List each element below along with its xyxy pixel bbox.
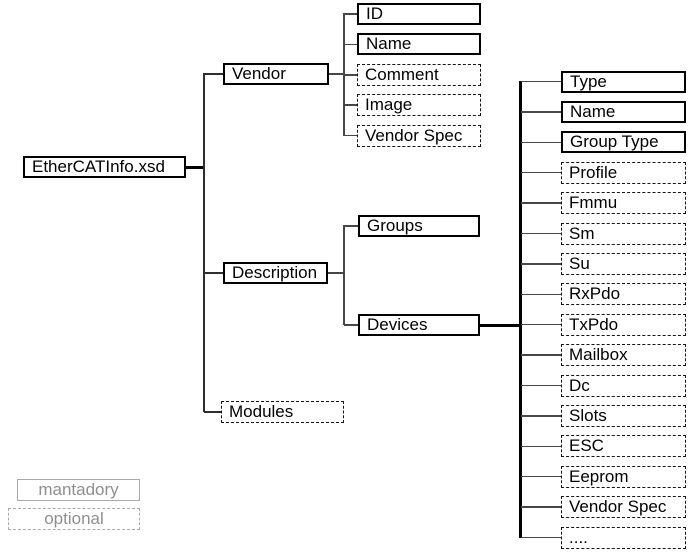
node-slots: Slots xyxy=(561,404,686,427)
connector-line xyxy=(344,43,357,46)
connector-line xyxy=(344,104,357,106)
connector-line xyxy=(344,225,358,227)
connector-line xyxy=(519,80,522,538)
connector-line xyxy=(521,475,561,478)
legend-optional: optional xyxy=(8,508,140,530)
connector-line xyxy=(343,13,345,136)
node-vendor-spec: Vendor Spec xyxy=(357,124,481,147)
legend-mandatory: mantadory xyxy=(17,479,140,501)
node-modules: Modules xyxy=(221,401,344,423)
connector-line xyxy=(521,384,561,387)
connector-line xyxy=(329,73,345,75)
connector-line xyxy=(521,141,561,144)
node-name: Name xyxy=(561,100,686,123)
connector-line xyxy=(344,74,357,76)
node-id: ID xyxy=(357,3,481,25)
connector-line xyxy=(521,536,561,539)
connector-line xyxy=(521,293,561,296)
connector-line xyxy=(521,80,561,83)
node-su: Su xyxy=(561,252,686,275)
connector-line xyxy=(521,232,561,235)
connector-line xyxy=(328,272,345,274)
node-more: .... xyxy=(561,526,686,549)
connector-line xyxy=(521,202,561,204)
node-groups: Groups xyxy=(358,215,480,237)
connector-line xyxy=(344,134,357,137)
connector-line xyxy=(521,415,561,417)
node-fmmu: Fmmu xyxy=(561,192,686,215)
node-devices: Devices xyxy=(358,314,480,336)
node-image: Image xyxy=(357,94,481,117)
connector-line xyxy=(343,225,345,325)
node-dc: Dc xyxy=(561,374,686,397)
connector-line xyxy=(204,73,223,75)
connector-line xyxy=(203,73,205,412)
node-type: Type xyxy=(561,70,686,93)
connector-line xyxy=(204,272,223,274)
node-mailbox: Mailbox xyxy=(561,344,686,367)
node-esc: ESC xyxy=(561,435,686,458)
node-eeprom: Eeprom xyxy=(561,465,686,488)
connector-line xyxy=(204,411,221,413)
connector-line xyxy=(521,506,561,508)
node-group-type: Group Type xyxy=(561,131,686,154)
node-vendor-spec: Vendor Spec xyxy=(561,496,686,519)
connector-line xyxy=(521,445,561,448)
connector-line xyxy=(521,263,561,265)
node-vendor: Vendor xyxy=(223,63,329,85)
connector-line xyxy=(521,111,561,113)
connector-line xyxy=(521,171,561,174)
node-txpdo: TxPdo xyxy=(561,313,686,336)
connector-line xyxy=(344,324,358,326)
node-ethercatinfo-xsd: EtherCATInfo.xsd xyxy=(23,156,186,178)
connector-line xyxy=(521,323,561,326)
connector-line xyxy=(344,13,357,15)
node-rxpdo: RxPdo xyxy=(561,283,686,306)
node-name: Name xyxy=(357,33,481,56)
connector-line xyxy=(480,323,522,327)
node-profile: Profile xyxy=(561,161,686,184)
node-comment: Comment xyxy=(357,63,481,86)
connector-line xyxy=(521,354,561,356)
node-sm: Sm xyxy=(561,222,686,245)
connector-line xyxy=(186,165,205,169)
node-description: Description xyxy=(223,262,328,284)
